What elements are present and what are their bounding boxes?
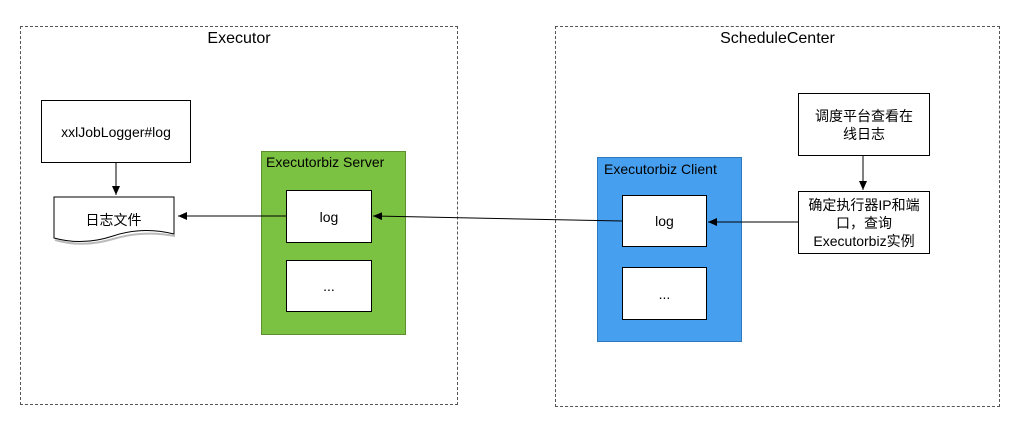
schedule-center-title: ScheduleCenter <box>720 30 835 47</box>
schedule-center-region <box>555 26 1000 407</box>
server-more-box: ... <box>286 260 372 312</box>
logger-box: xxlJobLogger#log <box>41 100 191 163</box>
log-file-shape <box>53 196 176 245</box>
determine-executor-box: 确定执行器IP和端口，查询Executorbiz实例 <box>798 191 930 254</box>
view-log-box: 调度平台查看在线日志 <box>798 93 930 156</box>
arrow-client-to-server <box>372 212 623 222</box>
executor-region <box>20 26 458 405</box>
executorbiz-server-title: Executorbiz Server <box>266 154 385 170</box>
client-log-box: log <box>622 195 707 247</box>
executorbiz-client-title: Executorbiz Client <box>604 161 717 177</box>
executor-title: Executor <box>207 30 271 47</box>
server-log-box: log <box>286 190 372 243</box>
log-file-label: 日志文件 <box>85 212 142 228</box>
client-more-box: ... <box>622 267 707 320</box>
